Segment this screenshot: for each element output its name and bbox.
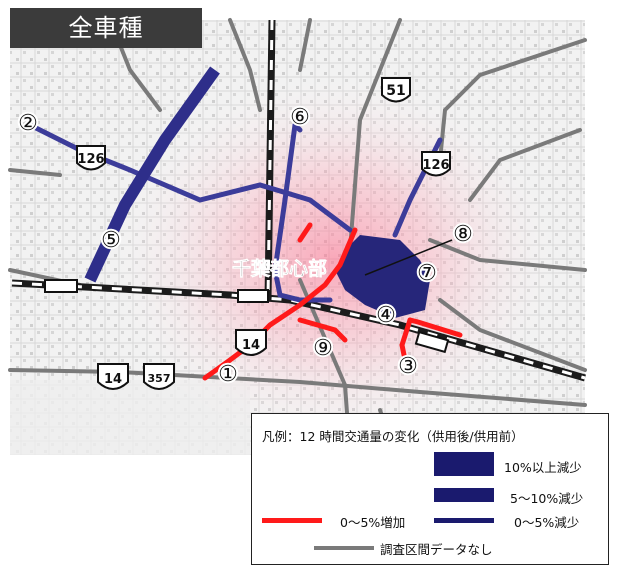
svg-text:126: 126: [422, 158, 449, 173]
route-shield-126-east: 126: [421, 151, 451, 177]
map-title: 全車種: [10, 8, 202, 48]
route-shield-14-south: 14: [97, 363, 129, 390]
legend-label-no-data: 調査区間データなし: [380, 542, 493, 557]
marker-7: ⑦: [417, 261, 437, 286]
no-data-roads: [8, 18, 587, 457]
station-central: [237, 289, 269, 303]
legend-label-small-decrease: 0～5%減少: [514, 515, 580, 530]
legend-swatch-major-decrease: [434, 452, 494, 476]
route-shield-126-west: 126: [76, 145, 106, 171]
svg-text:51: 51: [386, 83, 405, 99]
route-shield-14-north: 14: [235, 329, 267, 356]
increase-roads: [202, 222, 463, 381]
station-west: [44, 279, 78, 293]
legend-swatch-mid-decrease: [434, 488, 494, 502]
stations: [44, 279, 450, 354]
marker-9: ⑨: [313, 336, 333, 361]
svg-text:357: 357: [148, 372, 171, 385]
svg-text:126: 126: [77, 152, 104, 167]
route-shield-51: 51: [381, 77, 411, 103]
marker-3: ③: [398, 354, 418, 379]
legend-label-increase: 0～5%増加: [340, 515, 406, 530]
center-label: 千葉都心部: [232, 257, 327, 280]
marker-5: ⑤: [101, 228, 121, 253]
legend-swatch-no-data: [314, 546, 374, 550]
svg-text:14: 14: [104, 372, 122, 387]
legend-label-mid-decrease: 5～10%減少: [510, 491, 584, 506]
marker-2: ②: [18, 111, 38, 136]
svg-text:14: 14: [242, 338, 260, 353]
route-shield-357: 357: [143, 363, 175, 390]
legend-swatch-increase: [262, 518, 322, 523]
major-decrease-area: [335, 235, 430, 318]
marker-4: ④: [376, 303, 396, 328]
legend-label-major-decrease: 10%以上減少: [504, 460, 582, 475]
mid-decrease-roads: [84, 66, 220, 283]
marker-1: ①: [218, 362, 238, 387]
marker-6: ⑥: [290, 105, 310, 130]
legend-title: 凡例：12 時間交通量の変化（供用後/供用前）: [262, 429, 524, 444]
marker-8: ⑧: [453, 222, 473, 247]
station-east: [414, 330, 450, 354]
legend-swatch-small-decrease: [434, 518, 494, 523]
legend: 凡例：12 時間交通量の変化（供用後/供用前） 10%以上減少 5～10%減少 …: [251, 413, 609, 565]
leader-line-8: [364, 239, 453, 276]
